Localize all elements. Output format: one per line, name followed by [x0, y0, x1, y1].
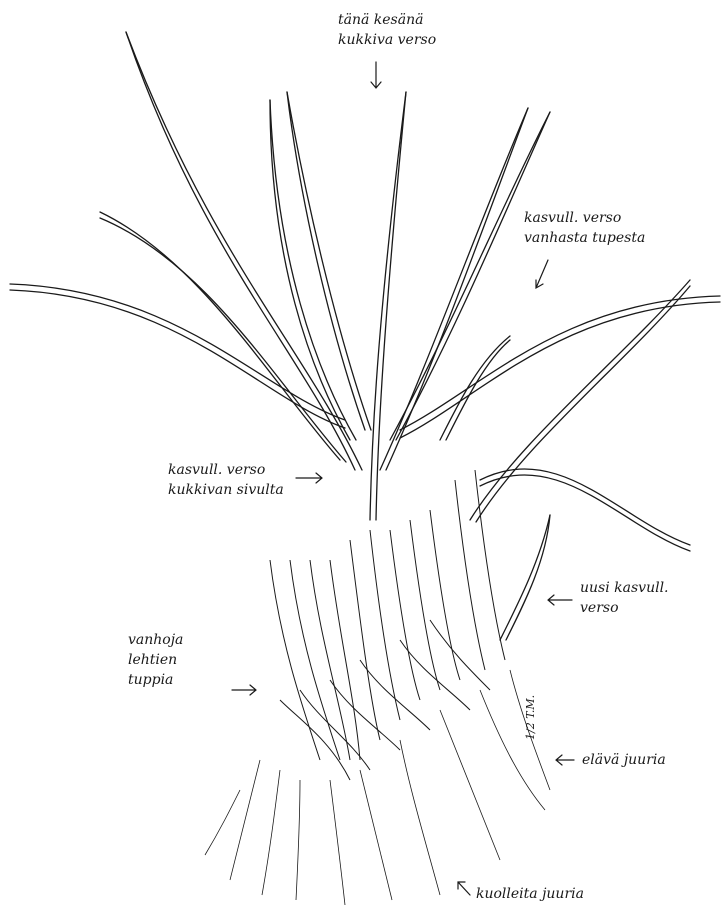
label-vegetative-shoot-side-line1: kasvull. verso	[168, 460, 284, 480]
label-flowering-shoot-line1: tänä kesänä	[338, 10, 436, 30]
label-living-roots: elävä juuria	[582, 750, 666, 770]
label-new-shoot-line2: verso	[580, 598, 669, 618]
label-vegetative-shoot-side: kasvull. verso kukkivan sivulta	[168, 460, 284, 500]
artist-signature: 1/2 T.M.	[524, 695, 537, 740]
leaf-blades	[10, 32, 720, 640]
label-flowering-shoot: tänä kesänä kukkiva verso	[338, 10, 436, 50]
label-old-sheaths: vanhoja lehtien tuppia	[128, 630, 183, 690]
label-living-roots-text: elävä juuria	[582, 750, 666, 770]
label-dead-roots: kuolleita juuria	[476, 884, 584, 904]
label-vegetative-shoot-old-sheath: kasvull. verso vanhasta tupesta	[524, 208, 645, 248]
label-vegetative-shoot-old-sheath-line2: vanhasta tupesta	[524, 228, 645, 248]
label-old-sheaths-line1: vanhoja	[128, 630, 183, 650]
label-vegetative-shoot-old-sheath-line1: kasvull. verso	[524, 208, 645, 228]
label-dead-roots-text: kuolleita juuria	[476, 884, 584, 904]
label-flowering-shoot-line2: kukkiva verso	[338, 30, 436, 50]
label-vegetative-shoot-side-line2: kukkivan sivulta	[168, 480, 284, 500]
label-old-sheaths-line2: lehtien	[128, 650, 183, 670]
tussock-base	[270, 470, 505, 780]
roots	[205, 670, 550, 905]
label-new-shoot-line1: uusi kasvull.	[580, 578, 669, 598]
label-new-shoot: uusi kasvull. verso	[580, 578, 669, 618]
label-old-sheaths-line3: tuppia	[128, 670, 183, 690]
